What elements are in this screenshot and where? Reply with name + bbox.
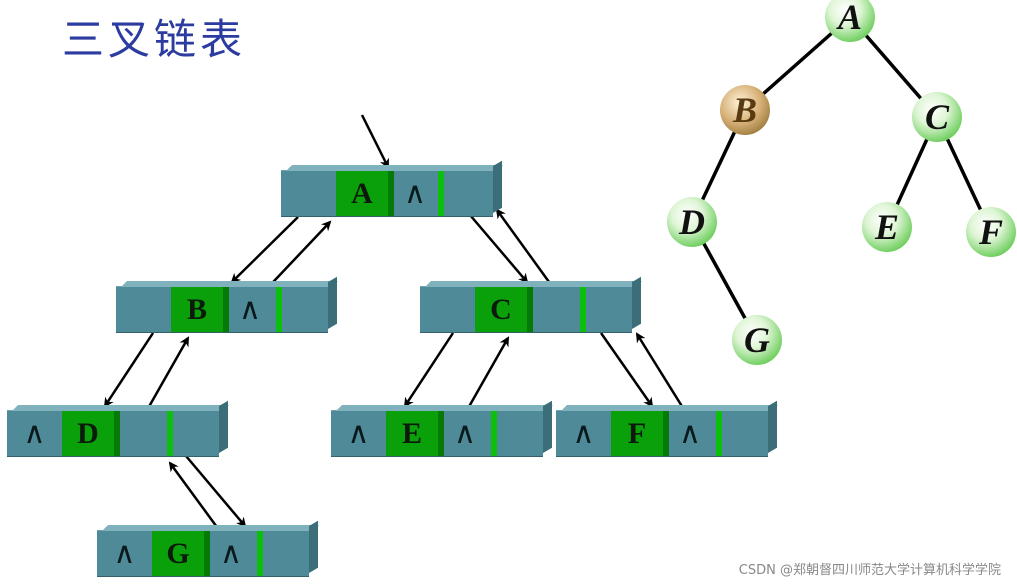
arrow-f-to-c — [635, 332, 690, 417]
arrow-g-to-d — [168, 461, 224, 535]
tree-edge-a-c — [848, 15, 939, 119]
arrow-d-to-b — [136, 336, 190, 427]
root-pointer-arrow — [360, 114, 390, 169]
tree-edge-c-e — [885, 116, 939, 228]
watermark: CSDN @郑朝督四川师范大学计算机科学学院 — [738, 563, 1001, 578]
arrow-d-to-g — [185, 455, 247, 528]
page-title: 三叉链表 — [62, 15, 247, 64]
arrow-c-to-e — [403, 332, 455, 408]
arrow-b-to-a — [257, 220, 332, 299]
arrow-e-to-c — [456, 336, 510, 427]
arrow-a-to-c — [469, 214, 529, 284]
tree-edge-b-d — [690, 109, 747, 223]
pointer-arrows — [103, 114, 690, 535]
arrow-c-to-f — [599, 332, 654, 408]
tree-edge-d-g — [690, 221, 759, 341]
tree-edges — [690, 15, 993, 341]
tree-edge-c-f — [935, 116, 993, 233]
arrow-c-to-a — [495, 208, 559, 294]
arrow-b-to-d — [103, 332, 155, 408]
tree-edge-a-b — [743, 15, 852, 112]
arrow-a-to-b — [230, 216, 299, 284]
